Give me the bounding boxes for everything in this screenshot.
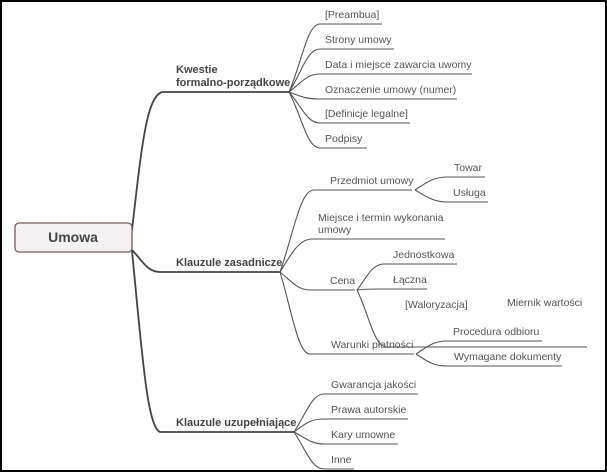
connector-b1-c2 bbox=[288, 48, 394, 93]
node-kary-umowne[interactable]: Kary umowne bbox=[331, 429, 395, 441]
node-podpisy[interactable]: Podpisy bbox=[325, 133, 363, 145]
connector-cena-waloryzacja bbox=[356, 289, 587, 348]
connector-warunki-procedura bbox=[415, 340, 542, 355]
branch1-label-line2: formalno-porządkowe bbox=[176, 77, 290, 89]
branch1-label-line1: Kwestie bbox=[176, 64, 218, 76]
node-gwarancja-jakosci[interactable]: Gwarancja jakości bbox=[331, 379, 416, 391]
node-miejsce-line2[interactable]: umowy bbox=[318, 224, 352, 236]
root-node[interactable]: Umowa bbox=[14, 222, 133, 253]
node-miernik-wartosci[interactable]: Miernik wartości bbox=[507, 297, 582, 309]
connector-b2-przedmiot bbox=[279, 189, 412, 273]
connector-b3-c1 bbox=[293, 393, 418, 433]
node-warunki-platnosci[interactable]: Warunki płatności bbox=[331, 339, 413, 351]
node-preambua[interactable]: [Preambua] bbox=[325, 9, 379, 21]
root-label: Umowa bbox=[48, 229, 98, 245]
branch3-label[interactable]: Klauzule uzupełniające bbox=[176, 417, 296, 429]
connector-przedmiot-usluga bbox=[414, 189, 488, 203]
connector-b3-c3 bbox=[293, 431, 398, 445]
node-przedmiot-umowy[interactable]: Przedmiot umowy bbox=[330, 175, 414, 187]
connector-b1-c4 bbox=[288, 91, 457, 100]
node-usluga[interactable]: Usługa bbox=[453, 187, 486, 199]
node-wymagane-dokumenty[interactable]: Wymagane dokumenty bbox=[454, 351, 562, 363]
connector-b3-c4 bbox=[293, 431, 354, 470]
node-miejsce-line1[interactable]: Miejsce i termin wykonania bbox=[318, 212, 444, 224]
node-inne[interactable]: Inne bbox=[331, 454, 352, 466]
connector-root-branch3 bbox=[131, 250, 294, 433]
node-cena[interactable]: Cena bbox=[330, 275, 355, 287]
connector-b2-cena bbox=[279, 271, 355, 291]
connector-b1-c5 bbox=[288, 91, 410, 124]
node-oznaczenie-umowy[interactable]: Oznaczenie umowy (numer) bbox=[325, 84, 456, 96]
node-strony-umowy[interactable]: Strony umowy bbox=[325, 34, 392, 46]
connector-b1-c3 bbox=[288, 73, 472, 93]
connector-b2-warunki bbox=[279, 271, 414, 355]
node-waloryzacja[interactable]: [Waloryzacja] bbox=[405, 299, 468, 311]
node-towar[interactable]: Towar bbox=[454, 162, 483, 174]
connector-b2-miejsce bbox=[279, 238, 445, 273]
connector-b1-c6 bbox=[288, 91, 367, 149]
node-definicje-legalne[interactable]: [Definicje legalne] bbox=[325, 108, 408, 120]
node-procedura-odbioru[interactable]: Procedura odbioru bbox=[453, 326, 540, 338]
branch2-label[interactable]: Klauzule zasadnicze bbox=[176, 257, 282, 269]
node-prawa-autorskie[interactable]: Prawa autorskie bbox=[331, 404, 406, 416]
node-laczna[interactable]: Łączna bbox=[393, 274, 427, 286]
connector-root-branch2 bbox=[131, 249, 280, 273]
connector-cena-laczna bbox=[356, 288, 427, 291]
connector-warunki-wymagane bbox=[415, 353, 562, 367]
node-data-i-miejsce[interactable]: Data i miejsce zawarcia uwomy bbox=[325, 59, 472, 71]
branch-kwestie-formalno-porzadkowe[interactable]: Kwestie formalno-porządkowe bbox=[176, 64, 290, 89]
node-jednostkowa[interactable]: Jednostkowa bbox=[393, 249, 454, 261]
connector-cena-jednostkowa bbox=[356, 263, 457, 291]
connector-b1-c1 bbox=[288, 23, 382, 93]
connector-b3-c2 bbox=[293, 418, 408, 433]
connector-przedmiot-towar bbox=[414, 176, 485, 191]
connector-root-branch1 bbox=[131, 91, 289, 231]
